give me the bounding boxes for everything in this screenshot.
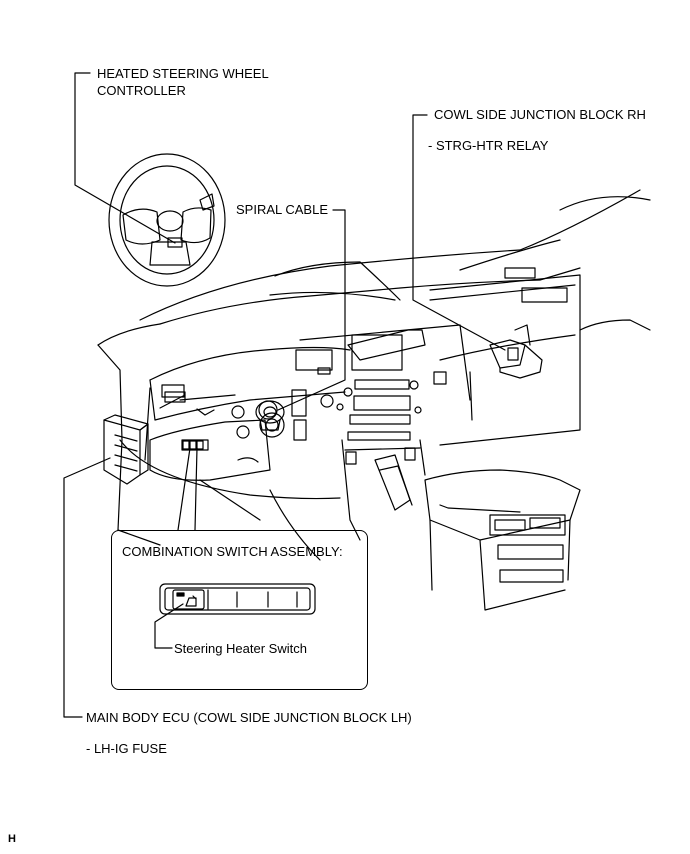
spiral-cable-label: SPIRAL CABLE xyxy=(236,202,329,217)
strg-htr-relay-label: - STRG-HTR RELAY xyxy=(428,138,549,153)
combination-switch-assembly-label: COMBINATION SWITCH ASSEMBLY: xyxy=(122,544,343,559)
lh-ig-fuse-label: - LH-IG FUSE xyxy=(86,741,167,756)
spiral-cable-drawing xyxy=(255,400,285,431)
steering-heater-switch-label: Steering Heater Switch xyxy=(174,641,307,656)
heated-steering-wheel-controller-label-1: HEATED STEERING WHEEL xyxy=(97,66,269,81)
steering-wheel-drawing xyxy=(108,153,226,287)
combination-switch-inset xyxy=(111,530,368,690)
dashboard-drawing xyxy=(97,189,651,561)
combination-switch-drawing xyxy=(154,583,316,649)
center-console-drawing xyxy=(424,469,581,611)
leader-lines xyxy=(63,72,506,718)
heated-steering-wheel-controller-label-2: CONTROLLER xyxy=(97,83,186,98)
main-body-ecu-label: MAIN BODY ECU (COWL SIDE JUNCTION BLOCK … xyxy=(86,710,412,725)
figure-code: H xyxy=(8,833,16,845)
cowl-side-junction-block-rh-drawing xyxy=(489,324,543,379)
main-body-ecu-drawing xyxy=(103,414,149,485)
cowl-side-junction-block-rh-label: COWL SIDE JUNCTION BLOCK RH xyxy=(434,107,646,122)
